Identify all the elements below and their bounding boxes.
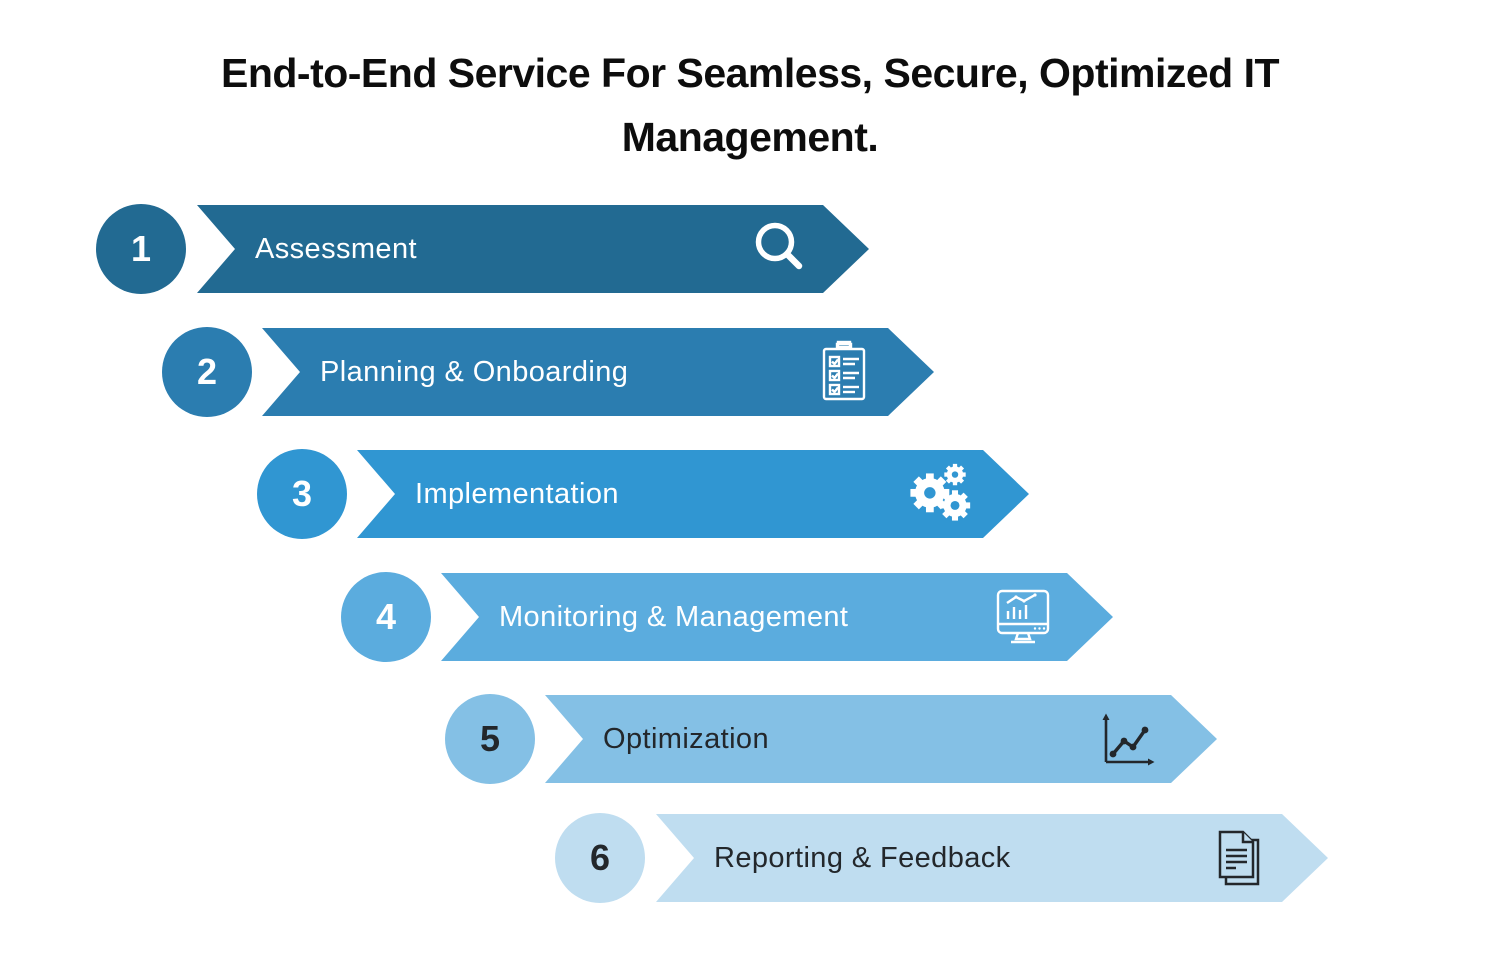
step-banner: Optimization xyxy=(545,695,1217,783)
step-number-badge: 1 xyxy=(96,204,186,294)
step-number-badge: 6 xyxy=(555,813,645,903)
step-number: 1 xyxy=(130,228,152,269)
step-number: 2 xyxy=(196,351,218,392)
step-number: 3 xyxy=(291,473,313,514)
step-label: Implementation xyxy=(415,477,619,510)
step-banner: Planning & Onboarding xyxy=(262,328,934,416)
step-number: 4 xyxy=(375,596,397,637)
page-title: End-to-End Service For Seamless, Secure,… xyxy=(220,50,1280,160)
step-banner: Reporting & Feedback xyxy=(656,814,1328,902)
step-label: Optimization xyxy=(603,722,769,755)
step-banner: Implementation xyxy=(357,450,1029,538)
step-label: Monitoring & Management xyxy=(499,600,849,633)
gears-icon xyxy=(907,462,971,526)
step-number-badge: 2 xyxy=(162,327,252,417)
step-label: Planning & Onboarding xyxy=(320,355,629,388)
step-banner: Monitoring & Management xyxy=(441,573,1113,661)
step-banner: Assessment xyxy=(197,205,869,293)
checklist-clipboard-icon xyxy=(812,340,876,404)
search-icon xyxy=(747,217,811,281)
step-number-badge: 4 xyxy=(341,572,431,662)
step-number-badge: 3 xyxy=(257,449,347,539)
step-number-badge: 5 xyxy=(445,694,535,784)
step-number: 5 xyxy=(479,718,501,759)
documents-icon xyxy=(1206,826,1270,890)
monitor-chart-icon xyxy=(991,585,1055,649)
step-number: 6 xyxy=(589,837,611,878)
step-label: Assessment xyxy=(255,232,417,265)
line-chart-icon xyxy=(1095,707,1159,771)
step-label: Reporting & Feedback xyxy=(714,841,1011,874)
